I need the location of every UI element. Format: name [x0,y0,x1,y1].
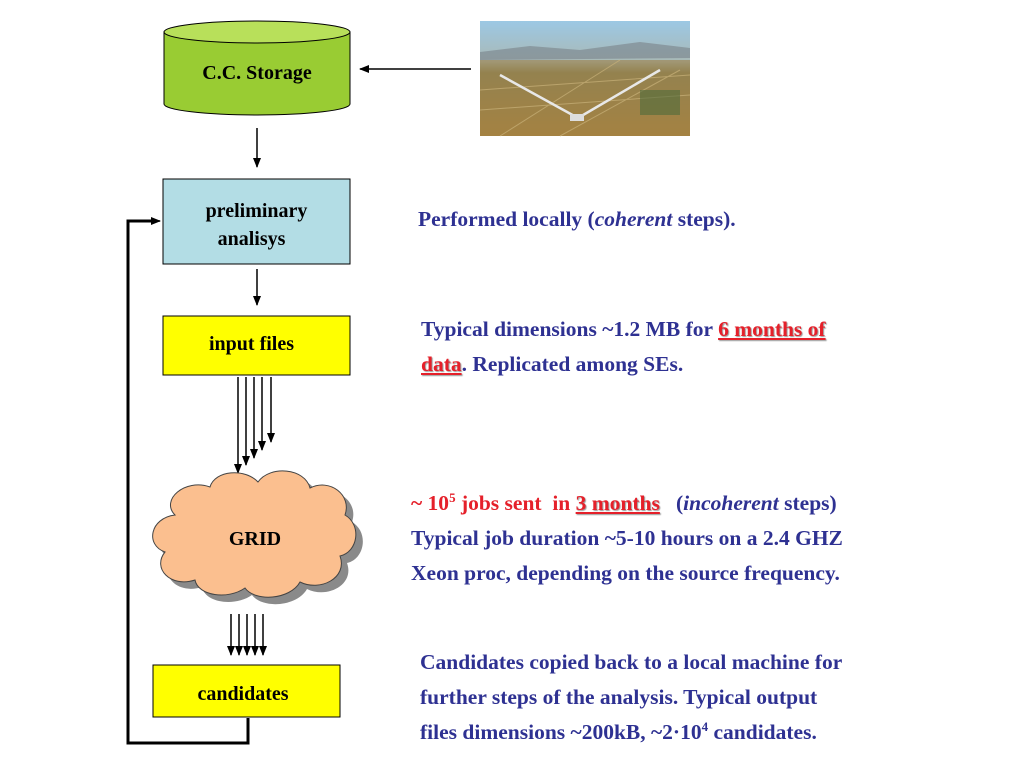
aerial-interferometer-photo [479,21,691,137]
grid-label: GRID [228,528,282,550]
preliminary-label-line2: analisys [217,228,286,250]
storage-label: C.C. Storage [202,62,312,84]
feedback-loop-arrow [126,219,250,745]
grid-cloud [152,470,363,605]
input-to-grid-arrows [234,377,275,474]
note-local: Performed locally (coherent steps). [418,207,736,231]
preliminary-label-line1: preliminary [205,200,308,222]
preliminary-box [162,178,351,265]
note-input: Typical dimensions ~1.2 MB for 6 months … [421,317,826,376]
grid-to-candidates-arrows [227,614,267,656]
note-grid: ~ 105 jobs sent in 3 months (incoherent … [411,489,843,585]
input-files-label: input files [208,333,295,355]
candidates-box [152,664,341,718]
input-files-box [162,315,351,376]
note-candidates: Candidates copied back to a local machin… [420,650,843,744]
candidates-label: candidates [197,683,289,705]
preliminary-label: preliminary analisys [163,197,350,253]
storage-cylinder [163,20,351,116]
